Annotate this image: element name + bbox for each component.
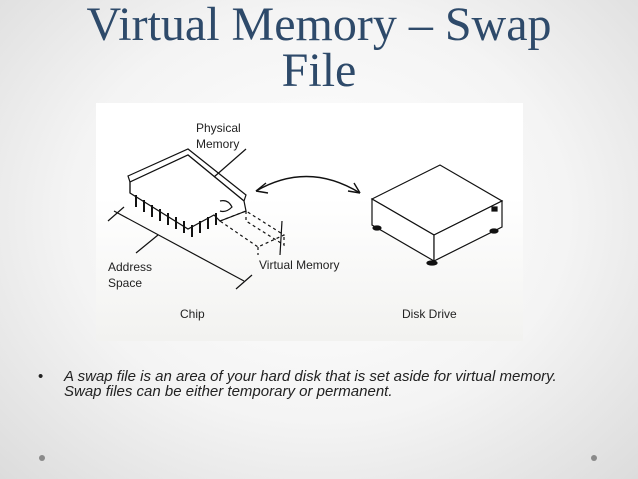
corner-dot-right [591, 455, 597, 461]
physical-memory-label-line-2: Memory [196, 137, 240, 151]
memory-diagram: Physical Memory Address Space Virtual Me… [96, 103, 523, 341]
virtual-memory-leader [279, 220, 283, 256]
disk-drive-led [491, 206, 498, 212]
slide-title-line-2: File [281, 44, 357, 97]
virtual-memory-outline [218, 210, 286, 255]
address-space-label-line-1: Address [108, 260, 153, 274]
chip-label: Chip [180, 307, 205, 321]
slide-title: Virtual Memory – Swap File [0, 0, 638, 97]
disk-drive-side [433, 200, 503, 262]
bullet-marker: • [38, 368, 44, 385]
chip-body [129, 154, 247, 230]
address-space-bracket [113, 210, 245, 282]
bullet-text: A swap file is an area of your hard disk… [64, 368, 557, 400]
memory-diagram-drawing [107, 148, 504, 290]
address-space-label: Address Space [108, 259, 152, 291]
corner-dot-left [39, 455, 45, 461]
chip-legs [135, 195, 217, 237]
address-space-leader [135, 234, 159, 254]
virtual-memory-label: Virtual Memory [259, 258, 340, 272]
physical-memory-leader [213, 148, 247, 178]
address-space-label-line-2: Space [108, 276, 143, 290]
swap-arrow [255, 175, 361, 194]
physical-memory-label-line-1: Physical [196, 121, 241, 135]
slide-title-line-1: Virtual Memory – Swap [86, 0, 552, 51]
disk-drive-label: Disk Drive [402, 307, 457, 321]
physical-memory-label: Physical Memory [196, 120, 241, 152]
